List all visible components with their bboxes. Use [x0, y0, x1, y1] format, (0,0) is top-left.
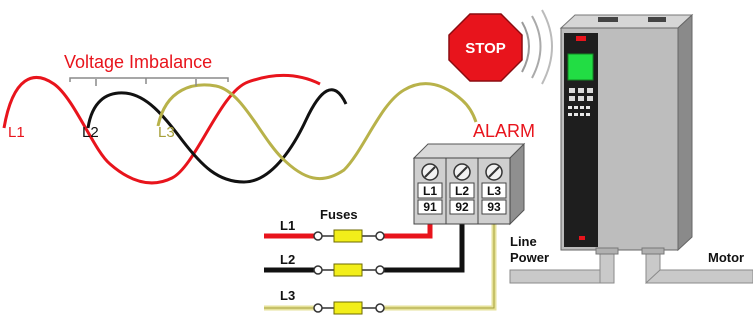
stop-sound-arc-1 — [521, 21, 530, 73]
drive-key — [569, 88, 575, 93]
wave-label-l1: L1 — [8, 124, 25, 141]
drive-top-vent-2 — [648, 17, 666, 22]
wires — [264, 222, 497, 311]
terminal-block: L1 L2 L3 91 92 93 — [412, 142, 526, 226]
terminal-cell-3 — [477, 157, 511, 225]
fuse-terminal-right — [375, 231, 385, 241]
fuse-terminal-left — [313, 231, 323, 241]
fuse-terminal-left — [313, 303, 323, 313]
terminal-number-label-2: 92 — [455, 200, 469, 214]
fuse-icon — [333, 229, 363, 243]
terminal-block-top — [412, 143, 526, 159]
drive-status-led — [579, 236, 585, 240]
fuse-icon — [333, 301, 363, 315]
stop-sound-arc-2 — [531, 15, 542, 79]
drive-key — [578, 88, 584, 93]
motor-pipe — [645, 269, 753, 284]
line-power-label-line1: Line — [510, 234, 537, 249]
terminal-screw-slot — [488, 166, 500, 178]
terminal-cell-1 — [413, 157, 447, 225]
terminal-cell-2 — [445, 157, 479, 225]
pipes — [509, 247, 753, 285]
wave-l3 — [156, 82, 478, 180]
drive-key — [574, 113, 578, 116]
terminal-phase-tag — [417, 182, 443, 199]
frequency-drive-icon — [559, 13, 694, 252]
fuse-line-label-l3: L3 — [280, 288, 295, 303]
fuse-l3 — [313, 301, 385, 315]
drive-logo — [576, 36, 586, 41]
terminal-block-side — [509, 142, 525, 226]
drive-key — [586, 113, 590, 116]
drive-key — [568, 106, 572, 109]
terminal-number-tag — [481, 199, 507, 215]
motor-flange — [641, 247, 665, 255]
terminal-phase-label-1: L1 — [423, 184, 437, 198]
drive-key — [569, 96, 575, 101]
wire-l3-outline — [264, 222, 495, 309]
terminal-number-tag — [449, 199, 475, 215]
terminal-screw-slot — [456, 166, 468, 178]
drive-key — [580, 106, 584, 109]
wave-label-l2: L2 — [82, 124, 99, 141]
drive-keypad — [568, 88, 593, 116]
terminal-number-label-1: 91 — [423, 200, 437, 214]
wave-l2 — [86, 88, 348, 184]
fuse-terminal-right — [375, 265, 385, 275]
drive-display — [567, 53, 594, 81]
drive-right-face — [677, 13, 693, 252]
stop-sign-text: STOP — [465, 40, 506, 57]
wire-l1 — [264, 222, 433, 239]
fuse-l2 — [313, 263, 385, 277]
fuse-l1 — [313, 229, 385, 243]
fuse-line-label-l2: L2 — [280, 252, 295, 267]
drive-key — [580, 113, 584, 116]
stop-sign-icon: STOP — [448, 9, 553, 85]
line-power-label-line2: Power — [510, 250, 549, 265]
line-power-elbow — [599, 249, 615, 284]
alarm-label: ALARM — [473, 121, 535, 141]
diagram-title: Voltage Imbalance — [64, 52, 212, 72]
terminal-phase-tag — [449, 182, 475, 199]
line-power-flange — [595, 247, 619, 255]
stop-octagon — [448, 13, 523, 82]
title-bracket — [69, 77, 229, 86]
drive-key — [587, 88, 593, 93]
wire-l2 — [264, 222, 465, 273]
drive-key — [587, 96, 593, 101]
drive-top-vent — [598, 17, 618, 22]
drive-key — [574, 106, 578, 109]
drive-key — [578, 96, 584, 101]
drive-top-face — [559, 14, 694, 29]
motor-label: Motor — [708, 250, 744, 265]
terminal-phase-label-3: L3 — [487, 184, 501, 198]
wave-l1 — [2, 73, 321, 185]
terminal-number-tag — [417, 199, 443, 215]
fuse-terminal-left — [313, 265, 323, 275]
stop-sound-arc-3 — [541, 9, 553, 85]
drive-key — [568, 113, 572, 116]
terminal-screw-slot — [424, 166, 436, 178]
fuse-terminal-right — [375, 303, 385, 313]
terminal-phase-label-2: L2 — [455, 184, 469, 198]
fuse-icon — [333, 263, 363, 277]
fuse-line-label-l1: L1 — [280, 218, 295, 233]
line-power-pipe — [509, 269, 611, 284]
wave-label-l3: L3 — [158, 124, 175, 141]
terminal-number-label-3: 93 — [487, 200, 501, 214]
sine-waves — [2, 73, 478, 185]
fuses-label: Fuses — [320, 207, 358, 222]
drive-key — [586, 106, 590, 109]
terminal-phase-tag — [481, 182, 507, 199]
